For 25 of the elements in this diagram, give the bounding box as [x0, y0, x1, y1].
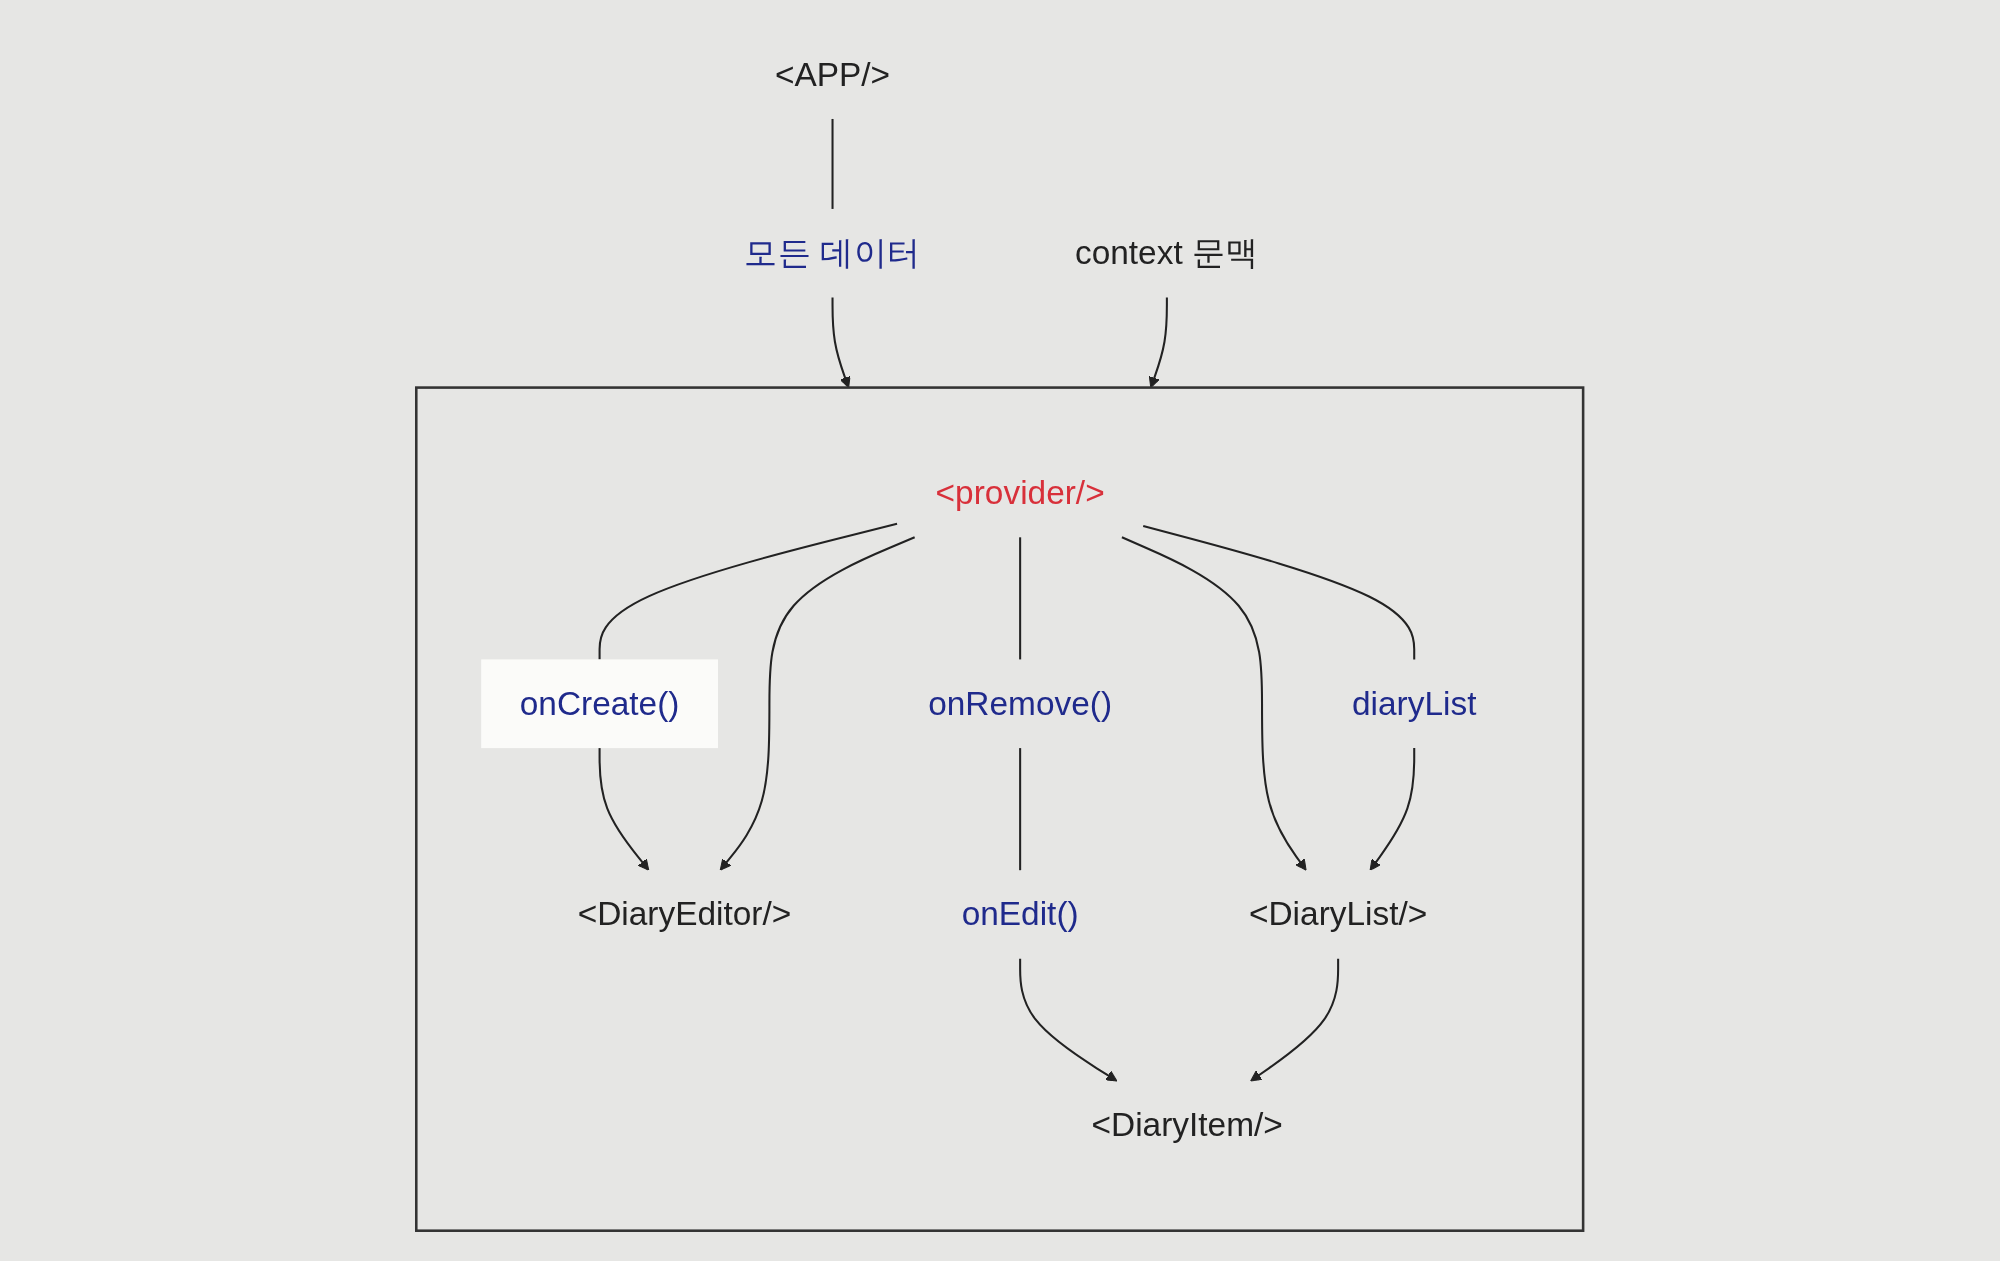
cluster: [415, 386, 1585, 1232]
arrow: [720, 536, 916, 871]
arrow: [1250, 958, 1340, 1082]
node-text: context 문맥: [1075, 233, 1260, 272]
node-text: <DiaryItem/>: [1091, 1105, 1284, 1144]
connector: [1019, 748, 1022, 871]
node-text: onEdit(): [961, 894, 1079, 934]
connector: [598, 522, 898, 660]
arrow: [1369, 748, 1416, 871]
node-text: <DiaryList/>: [1249, 894, 1428, 934]
node-text: <provider/>: [935, 473, 1105, 512]
node-text: <APP/>: [775, 54, 891, 94]
connector: [831, 118, 834, 209]
arrow: [1149, 297, 1169, 389]
node-box: onCreate(): [481, 659, 719, 749]
node-text: 모든 데이터: [744, 233, 922, 272]
connector: [1019, 537, 1022, 660]
node-text: onRemove(): [928, 683, 1113, 723]
arrow: [1121, 536, 1307, 871]
node-text: <DiaryEditor/>: [578, 894, 792, 934]
arrow: [1019, 958, 1118, 1082]
arrow: [831, 297, 851, 389]
node-text: diaryList: [1352, 683, 1477, 723]
arrow: [598, 748, 650, 871]
connector: [1143, 524, 1416, 660]
